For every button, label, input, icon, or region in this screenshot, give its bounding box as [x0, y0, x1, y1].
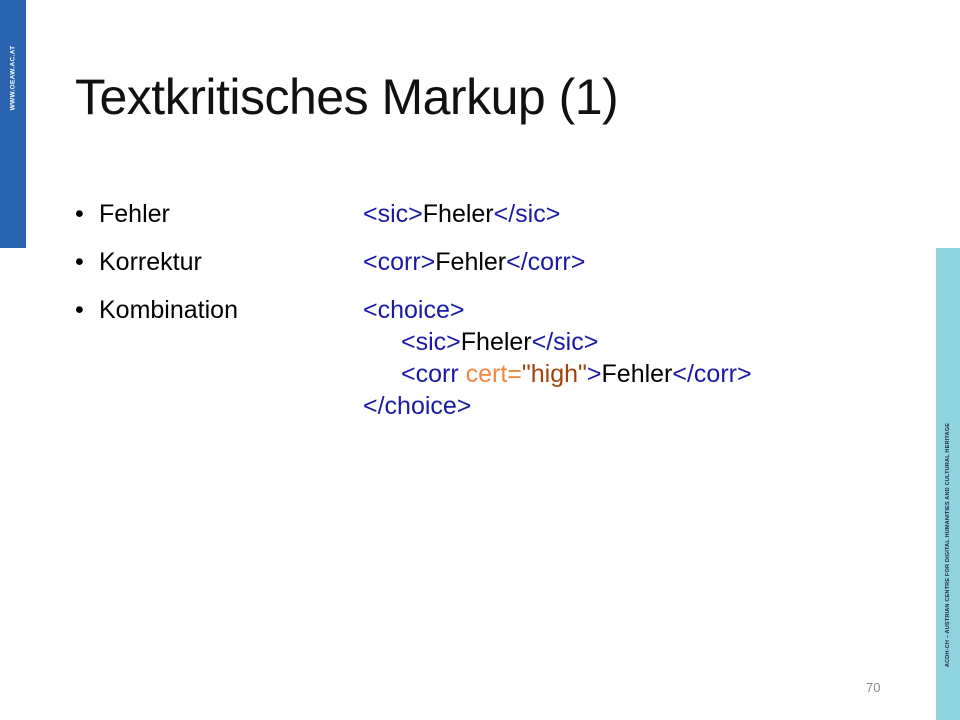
bullet-label-kombination: Kombination — [99, 296, 238, 324]
bullet-icon: • — [75, 200, 84, 228]
choice-sic-open-tag: <sic> — [401, 328, 461, 356]
choice-sic-text: Fheler — [460, 328, 532, 356]
bullet-label-korrektur: Korrektur — [99, 248, 202, 276]
code-sic-example: <sic>Fheler</sic> — [363, 198, 752, 230]
code-choice-sic-line: <sic>Fheler</sic> — [363, 326, 752, 358]
corr-text: Fehler — [435, 248, 507, 276]
bullet-label-fehler: Fehler — [99, 200, 170, 228]
sic-text: Fheler — [422, 200, 494, 228]
bullet-icon: • — [75, 296, 84, 324]
choice-close-tag: </choice> — [363, 392, 472, 420]
code-choice-close-line: </choice> — [363, 390, 752, 422]
code-corr-example: <corr>Fehler</corr> — [363, 246, 752, 278]
cert-attribute: cert= — [458, 360, 522, 388]
slide-title: Textkritisches Markup (1) — [75, 69, 619, 125]
page-number: 70 — [866, 680, 881, 695]
sic-close-tag: </sic> — [493, 200, 561, 228]
code-examples: <sic>Fheler</sic> <corr>Fehler</corr> <c… — [363, 198, 752, 422]
choice-corr-text: Fehler — [601, 360, 673, 388]
bullet-icon: • — [75, 248, 84, 276]
cert-attribute-value: "high" — [521, 360, 587, 388]
choice-corr-open-end: > — [586, 360, 602, 388]
corr-open-tag: <corr> — [363, 248, 436, 276]
choice-corr-close-tag: </corr> — [672, 360, 752, 388]
left-brand-band: WWW.OEAW.AC.AT — [0, 0, 26, 248]
corr-close-tag: </corr> — [506, 248, 586, 276]
left-brand-url: WWW.OEAW.AC.AT — [9, 45, 17, 111]
right-brand-label: ACDH-CH – AUSTRIAN CENTRE FOR DIGITAL HU… — [945, 422, 951, 668]
right-brand-band: ACDH-CH – AUSTRIAN CENTRE FOR DIGITAL HU… — [936, 248, 960, 720]
choice-sic-close-tag: </sic> — [531, 328, 599, 356]
code-choice-open-line: <choice> — [363, 294, 752, 326]
choice-corr-open-start: <corr — [401, 360, 459, 388]
choice-open-tag: <choice> — [363, 296, 465, 324]
code-choice-corr-line: <corr cert="high">Fehler</corr> — [363, 358, 752, 390]
sic-open-tag: <sic> — [363, 200, 423, 228]
